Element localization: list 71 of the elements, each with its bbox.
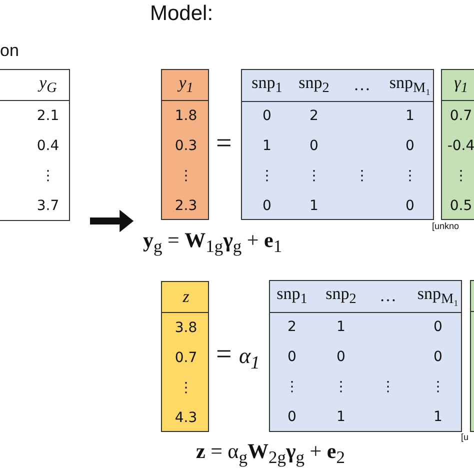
table-cell: 1 [336,319,346,335]
table-cell: 1 [434,409,442,425]
phenotype-column [161,69,209,220]
column-header: y$_{G}$ [39,72,57,98]
table-cell: 0 [288,349,296,365]
equals-sign: = [216,128,232,160]
table-cell: 1 [310,198,318,214]
note: [u [461,432,469,442]
table-cell: 0.7 [174,350,198,366]
table-cell: ⋮ [334,379,348,395]
column-header: snp$_{2}$ [326,284,356,308]
note: [unkno [432,221,460,231]
table-cell: ⋮ [355,168,369,184]
table-cell: 3.7 [36,198,60,214]
table-cell: 4.3 [174,410,198,426]
table-cell: ⋮ [179,168,193,184]
column-header: snp$_{2}$ [298,72,330,98]
column-header: y$_{1}$ [178,72,194,98]
table-cell: 0.4 [36,138,60,154]
trait-column [161,281,209,432]
table-cell: 1 [336,409,346,425]
effect-column [441,69,474,220]
column-header: z [182,287,190,307]
table-cell: ⋮ [307,168,321,184]
data-table [0,69,70,221]
genotype-matrix [269,280,462,432]
table-cell: 1 [262,138,272,154]
table-cell: ⋮ [431,379,445,395]
table-cell: 0.5 [450,198,472,214]
equation: y$_{g}$ = W$_{1g}$γ$_{g}$ + e$_{1}$ [143,228,282,258]
table-cell: 0 [288,409,296,425]
table-cell: 1.8 [174,108,198,124]
table-cell: 2.3 [174,198,198,214]
table-cell: -0.4 [447,138,474,154]
column-header: γ$_{1}$ [454,72,468,98]
table-cell: 3.8 [174,320,198,336]
equals-sign: = [216,339,232,371]
table-cell: 0 [406,138,414,154]
table-cell: 0 [262,198,272,214]
arrow [90,210,134,232]
table-cell: 0 [434,319,442,335]
equation: z = α$_{g}$W$_{2g}$γ$_{g}$ + e$_{2}$ [196,439,345,468]
column-header: snp$_{1}$ [252,72,282,98]
table-cell: 2 [288,319,296,335]
table-cell: 0 [406,198,414,214]
column-header: snp$_{M₁}$ [417,284,459,308]
effect-column [470,280,474,432]
column-header: snp$_{M₁}$ [389,72,431,98]
table-cell: ⋮ [454,168,468,184]
table-cell: 0.7 [450,108,472,124]
table-cell: 2 [310,108,318,124]
heading: on [0,41,19,61]
column-header: … [380,286,396,306]
table-cell: ⋮ [260,168,274,184]
table-cell: 0 [262,108,272,124]
column-header: … [354,75,370,95]
table-cell: 0 [310,138,318,154]
table-cell: ⋮ [41,168,55,184]
table-cell: ⋮ [179,380,193,396]
table-cell: ⋮ [403,168,417,184]
coefficient: α$_{1}$ [239,343,260,374]
heading: Model: [150,2,214,26]
table-cell: ⋮ [285,379,299,395]
column-header: snp$_{1}$ [276,284,308,308]
table-cell: 0 [336,349,346,365]
table-cell: 0 [434,349,442,365]
genotype-matrix [241,69,434,220]
table-cell: ⋮ [381,379,395,395]
table-cell: 1 [406,108,414,124]
table-cell: 0.3 [174,138,198,154]
table-cell: 2.1 [36,108,60,124]
